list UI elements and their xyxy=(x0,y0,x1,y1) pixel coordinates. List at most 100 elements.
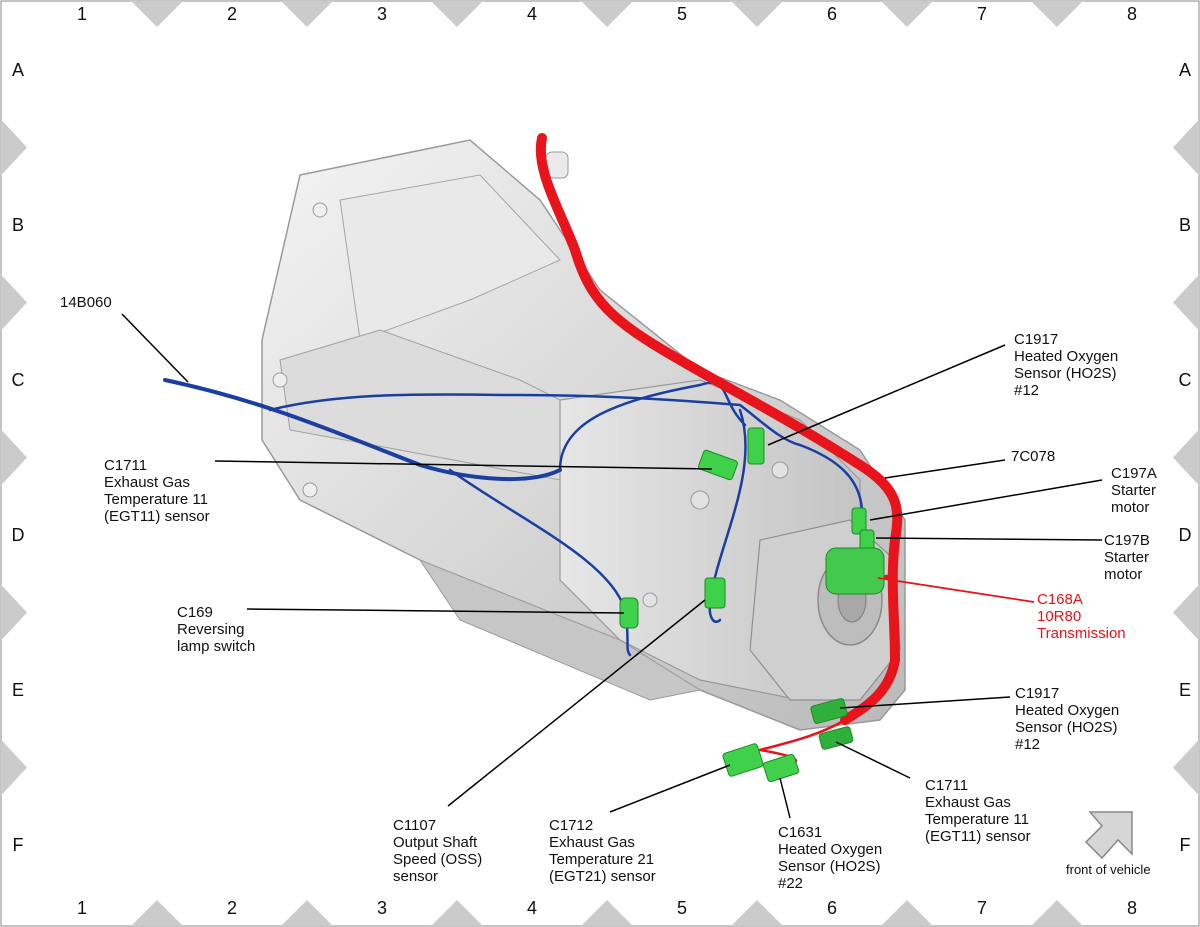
leader-7c078 xyxy=(884,459,1006,479)
leader-c197a xyxy=(869,479,1103,521)
marker-bottom-4 xyxy=(731,900,783,926)
leader-lines xyxy=(121,313,1103,819)
grid-row-right-A: A xyxy=(1178,60,1191,80)
label-14b060: 14B060 xyxy=(60,294,112,311)
leader-c1917-bottom xyxy=(839,696,1011,709)
marker-left-3 xyxy=(1,584,27,641)
grid-col-bottom-6: 6 xyxy=(826,898,837,918)
grid-row-left-A: A xyxy=(11,60,24,80)
marker-bottom-6 xyxy=(1031,900,1083,926)
label-c1711-left: C1711 Exhaust Gas Temperature 11 (EGT11)… xyxy=(104,457,210,525)
grid-row-right-B: B xyxy=(1178,215,1191,235)
label-c1712: C1712 Exhaust Gas Temperature 21 (EGT21)… xyxy=(549,817,656,885)
bolt-5 xyxy=(771,461,789,479)
bolt-2 xyxy=(272,372,288,388)
leader-c197b xyxy=(875,537,1103,541)
marker-top-5 xyxy=(881,1,933,27)
marker-bottom-1 xyxy=(281,900,333,926)
front-of-vehicle-label: front of vehicle xyxy=(1066,862,1151,877)
marker-right-0 xyxy=(1173,119,1199,176)
label-c1711-bottom: C1711 Exhaust Gas Temperature 11 (EGT11)… xyxy=(925,777,1031,845)
connector-c197a xyxy=(851,507,867,535)
harness-branch-c169 xyxy=(448,468,632,657)
grid-col-bottom-7: 7 xyxy=(976,898,987,918)
grid-row-left-C: C xyxy=(11,370,25,390)
marker-top-4 xyxy=(731,1,783,27)
grid-col-top-2: 2 xyxy=(226,4,237,24)
grid-col-top-3: 3 xyxy=(376,4,387,24)
grid-row-left-B: B xyxy=(11,215,24,235)
leader-c168a xyxy=(877,577,1035,603)
grid-row-left-E: E xyxy=(11,680,24,700)
marker-top-1 xyxy=(281,1,333,27)
harness-branch-starter xyxy=(798,443,864,512)
grid-col-bottom-1: 1 xyxy=(76,898,87,918)
connector-c1631 xyxy=(762,753,800,783)
leader-c1107 xyxy=(447,599,706,807)
marker-top-6 xyxy=(1031,1,1083,27)
label-c197b: C197B Starter motor xyxy=(1104,532,1150,583)
label-c1631: C1631 Heated Oxygen Sensor (HO2S) #22 xyxy=(778,824,883,892)
label-c1917-top: C1917 Heated Oxygen Sensor (HO2S) #12 xyxy=(1014,331,1119,399)
grid-row-right-C: C xyxy=(1178,370,1192,390)
bolt-3 xyxy=(302,482,318,498)
label-c168a: C168A 10R80 Transmission xyxy=(1037,591,1126,642)
marker-top-3 xyxy=(581,1,633,27)
connector-c168a xyxy=(825,547,885,595)
marker-right-3 xyxy=(1173,584,1199,641)
bolt-1 xyxy=(312,202,328,218)
leader-c169 xyxy=(246,608,625,614)
grid-col-bottom-3: 3 xyxy=(376,898,387,918)
blue-harness xyxy=(163,378,864,657)
harness-14b060-main xyxy=(163,378,562,482)
leader-c1711-bottom xyxy=(835,741,911,779)
connector-c1107 xyxy=(704,577,726,609)
harness-branch-c1107 xyxy=(708,408,747,624)
marker-left-1 xyxy=(1,274,27,331)
connector-c1917-bottom xyxy=(810,698,848,724)
grid-row-right-D: D xyxy=(1178,525,1192,545)
leader-c1631 xyxy=(779,777,791,819)
marker-left-2 xyxy=(1,429,27,486)
label-7c078: 7C078 xyxy=(1011,448,1056,465)
bolt-4 xyxy=(690,490,710,510)
grid-col-top-7: 7 xyxy=(976,4,987,24)
grid-col-top-8: 8 xyxy=(1126,4,1137,24)
leader-c1712 xyxy=(609,764,731,813)
leader-c1711-left xyxy=(214,460,713,470)
connector-c1711-bottom xyxy=(818,726,854,750)
connectors xyxy=(619,427,885,783)
marker-right-4 xyxy=(1173,739,1199,796)
case-rib-1 xyxy=(339,174,561,341)
grid-row-right-E: E xyxy=(1178,680,1191,700)
marker-top-0 xyxy=(131,1,183,27)
grid-col-bottom-2: 2 xyxy=(226,898,237,918)
marker-bottom-2 xyxy=(431,900,483,926)
grid-row-left-D: D xyxy=(11,525,25,545)
leader-c1917-top xyxy=(767,344,1006,446)
marker-top-2 xyxy=(431,1,483,27)
grid-row-right-F: F xyxy=(1179,835,1191,855)
bolt-6 xyxy=(642,592,658,608)
label-c197a: C197A Starter motor xyxy=(1111,465,1157,516)
label-c169: C169 Reversing lamp switch xyxy=(177,604,256,655)
oil-pan xyxy=(418,558,702,701)
connector-c1917-top xyxy=(747,427,765,465)
connector-c1712 xyxy=(722,743,764,777)
harness-7c078 xyxy=(535,133,903,725)
grid-row-left-F: F xyxy=(12,835,24,855)
grid-col-bottom-8: 8 xyxy=(1126,898,1137,918)
grid-col-top-6: 6 xyxy=(826,4,837,24)
grid-col-top-5: 5 xyxy=(676,4,687,24)
front-arrow-icon xyxy=(1084,811,1133,860)
marker-left-4 xyxy=(1,739,27,796)
marker-right-1 xyxy=(1173,274,1199,331)
connector-c1711-top xyxy=(698,449,738,481)
harness-branch-top xyxy=(268,393,802,447)
marker-bottom-5 xyxy=(881,900,933,926)
marker-bottom-0 xyxy=(131,900,183,926)
leader-14b060 xyxy=(121,313,189,383)
